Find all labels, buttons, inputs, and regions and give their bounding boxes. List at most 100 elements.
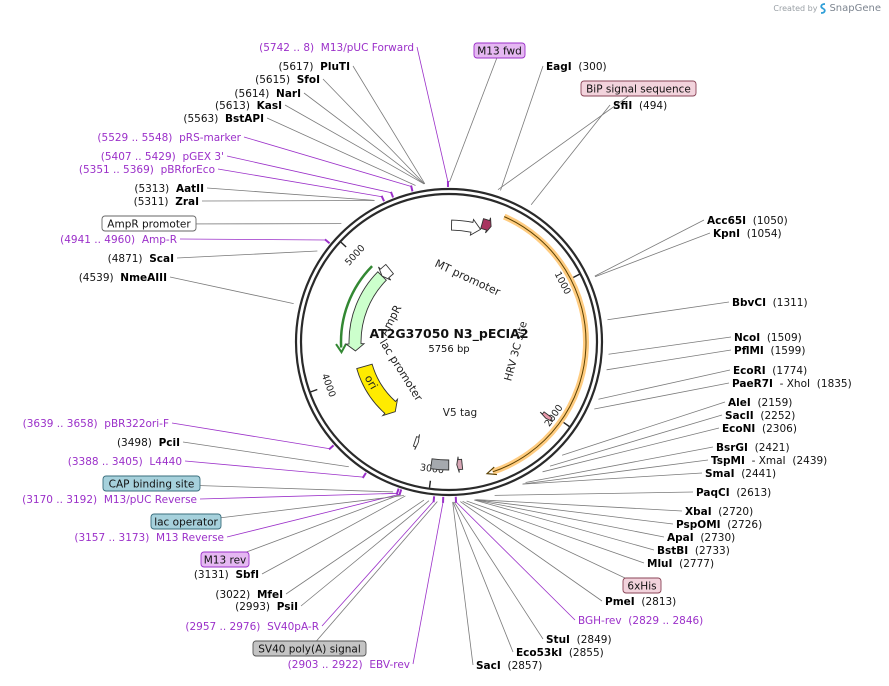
enzyme-label: SfiI (494) [613, 100, 667, 112]
leader-line [561, 401, 726, 456]
feature-ampr [344, 271, 387, 352]
primer-label: (4941 .. 4960) Amp-R [60, 234, 177, 246]
enzyme-label: (3131) SbfI [194, 569, 259, 581]
enzyme-name: MluI [647, 558, 672, 570]
enzyme-position: (1054) [747, 228, 782, 240]
enzyme-label: StuI (2849) [546, 634, 612, 646]
enzyme-position: (2730) [700, 532, 735, 544]
enzyme-position: (5615) [255, 74, 290, 86]
enzyme-position: (1050) [753, 215, 788, 227]
feature-box-label: M13 rev [204, 555, 247, 567]
feature-label: ori [362, 373, 380, 392]
plasmid-backbone [294, 187, 604, 497]
enzyme-label: AleI (2159) [728, 397, 792, 409]
primer-site-mark [324, 238, 331, 244]
primer-site-mark [361, 472, 367, 479]
backbone-inner-strand [299, 192, 599, 492]
primer-label: (3157 .. 3173) M13 Reverse [74, 532, 224, 544]
enzyme-name: SfoI [297, 74, 320, 86]
enzyme-name: PsiI [277, 601, 298, 613]
feature-box [622, 577, 662, 594]
enzyme-position: (3131) [194, 569, 229, 581]
plasmid-center-label: AT2G37050 N3_pECIA2 5756 bp [369, 326, 528, 355]
leader-line [452, 501, 474, 666]
primer-name: SV40pA-R [267, 621, 319, 633]
leader-line [497, 88, 639, 191]
enzyme-name: PaeR7I [732, 378, 773, 390]
enzyme-label: (5563) BstAPI [183, 113, 264, 125]
plasmid-name: AT2G37050 N3_pECIA2 [369, 326, 528, 342]
enzyme-position-extra: (1835) [817, 378, 852, 390]
leader-line [303, 92, 425, 185]
enzyme-label: (4539) NmeAIII [79, 272, 167, 284]
feature-box [101, 215, 197, 232]
enzyme-label: SmaI (2441) [705, 468, 776, 480]
primer-range: (5742 .. 8) [259, 42, 314, 54]
enzyme-position: (2777) [679, 558, 714, 570]
leader-line [466, 500, 645, 564]
enzyme-position: (5311) [134, 196, 169, 208]
primer-site-mark [395, 488, 400, 495]
leader-line [416, 46, 449, 183]
backbone-outer-strand [294, 187, 604, 497]
primer-range: (3157 .. 3173) [74, 532, 149, 544]
primer-range: (5407 .. 5429) [101, 151, 176, 163]
leader-line [549, 414, 723, 467]
enzyme-label: PaeR7I - XhoI (1835) [732, 378, 852, 390]
leader-line [594, 382, 730, 410]
primer-name: BGH-rev [578, 615, 622, 627]
primer-range: (5529 .. 5548) [97, 132, 172, 144]
leader-line [462, 501, 643, 587]
leader-line [460, 501, 603, 602]
enzyme-label: EcoNI (2306) [722, 423, 797, 435]
feature-box-label: CAP binding site [109, 479, 195, 491]
enzyme-label: (5615) SfoI [255, 74, 320, 86]
orf-arrowhead [485, 466, 498, 476]
primer-range: (3170 .. 3192) [22, 494, 97, 506]
primer-label: (3639 .. 3658) pBR322ori-F [23, 418, 169, 430]
feature-label: MT promoter [433, 257, 503, 299]
enzyme-position: (2720) [718, 506, 753, 518]
leader-line [182, 441, 349, 468]
enzyme-position: (3498) [117, 437, 152, 449]
enzyme-label: Acc65I (1050) [707, 215, 788, 227]
leader-line [525, 446, 714, 483]
enzyme-name: XbaI [685, 506, 712, 518]
enzyme-label: KpnI (1054) [713, 228, 782, 240]
primer-label: (2903 .. 2922) EBV-rev [288, 659, 410, 671]
leader-line [300, 500, 430, 607]
primer-site-mark [398, 489, 403, 496]
enzyme-label: (2993) PsiI [235, 601, 298, 613]
enzyme-label: TspMI - XmaI (2439) [711, 455, 827, 467]
enzyme-name: KasI [257, 100, 282, 112]
enzyme-name: NarI [276, 88, 301, 100]
enzyme-position: (2306) [762, 423, 797, 435]
enzyme-name: Acc65I [707, 215, 746, 227]
enzyme-position: - XhoI [780, 378, 811, 390]
feature-arrows [335, 213, 589, 476]
enzyme-position: (1509) [767, 332, 802, 344]
enzyme-position: (5617) [279, 61, 314, 73]
enzyme-name: StuI [546, 634, 570, 646]
leader-line [476, 499, 683, 512]
primer-label: (3170 .. 3192) M13/pUC Reverse [22, 494, 197, 506]
feature-lac-promoter [412, 434, 421, 450]
feature-box-label: SV40 poly(A) signal [258, 644, 361, 656]
leader-line [607, 301, 730, 321]
enzyme-position: (2441) [741, 468, 776, 480]
plasmid-size: 5756 bp [428, 344, 469, 355]
feature-mt-promoter [450, 218, 482, 236]
primer-name: pBR322ori-F [104, 418, 169, 430]
primer-label: (5529 .. 5548) pRS-marker [97, 132, 241, 144]
enzyme-name: SbfI [235, 569, 259, 581]
enzyme-label: (5313) AatII [134, 183, 204, 195]
enzyme-position: (2855) [569, 647, 604, 659]
leader-line [542, 427, 720, 473]
feature-box-label: BiP signal sequence [586, 84, 691, 96]
primer-site-mark [390, 191, 395, 198]
leader-line [171, 422, 330, 450]
feature-label: V5 tag [443, 407, 477, 419]
leader-line [522, 472, 703, 485]
enzyme-name: EcoNI [722, 423, 755, 435]
enzyme-position: (2613) [736, 487, 771, 499]
